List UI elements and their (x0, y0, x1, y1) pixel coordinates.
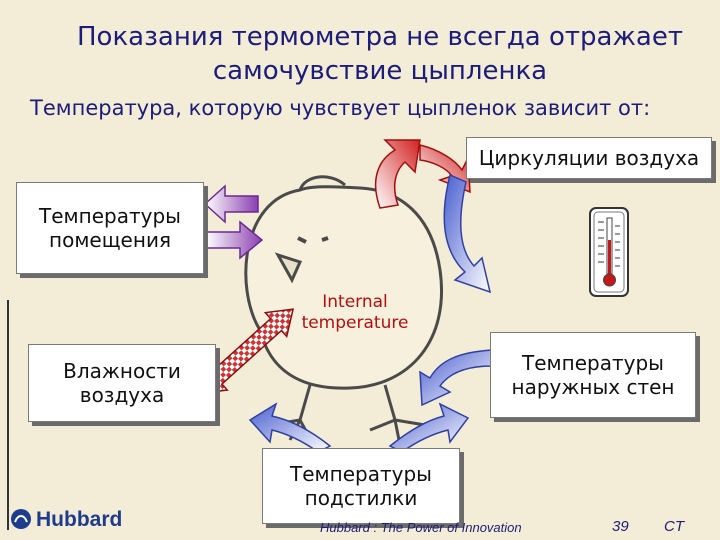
thermometer-icon (589, 207, 629, 297)
hubbard-logo-icon (11, 509, 31, 529)
factor-humidity: Влажности воздуха (28, 344, 216, 422)
litter-arrow-left (248, 402, 332, 453)
internal-temperature-label: Internal temperature (301, 292, 409, 333)
side-air-arrow (443, 173, 492, 294)
slide-title: Показания термометра не всегда отражает … (77, 22, 683, 86)
room-temperature-arrow-right (205, 220, 264, 260)
author-initials: CT (664, 518, 684, 535)
air-circulation-arrow (374, 139, 421, 209)
footer-text: Hubbard : The Power of Innovation (320, 520, 522, 535)
factor-wall-temperature: Температуры наружных стен (490, 332, 696, 418)
chick-illustration (244, 175, 443, 446)
page-number: 39 (612, 518, 629, 535)
litter-arrow-right (388, 402, 470, 453)
factor-room-temperature: Температуры помещения (16, 182, 204, 274)
left-divider-line (7, 300, 9, 530)
hubbard-logo-text: Hubbard (36, 508, 123, 531)
slide-subtitle: Температура, которую чувствует цыпленок … (30, 96, 651, 120)
factor-litter-temperature: Температуры подстилки (262, 448, 460, 524)
room-temperature-arrow-left (203, 184, 259, 224)
wall-temperature-arrow (419, 349, 493, 407)
factor-air-circulation: Циркуляции воздуха (466, 137, 712, 179)
